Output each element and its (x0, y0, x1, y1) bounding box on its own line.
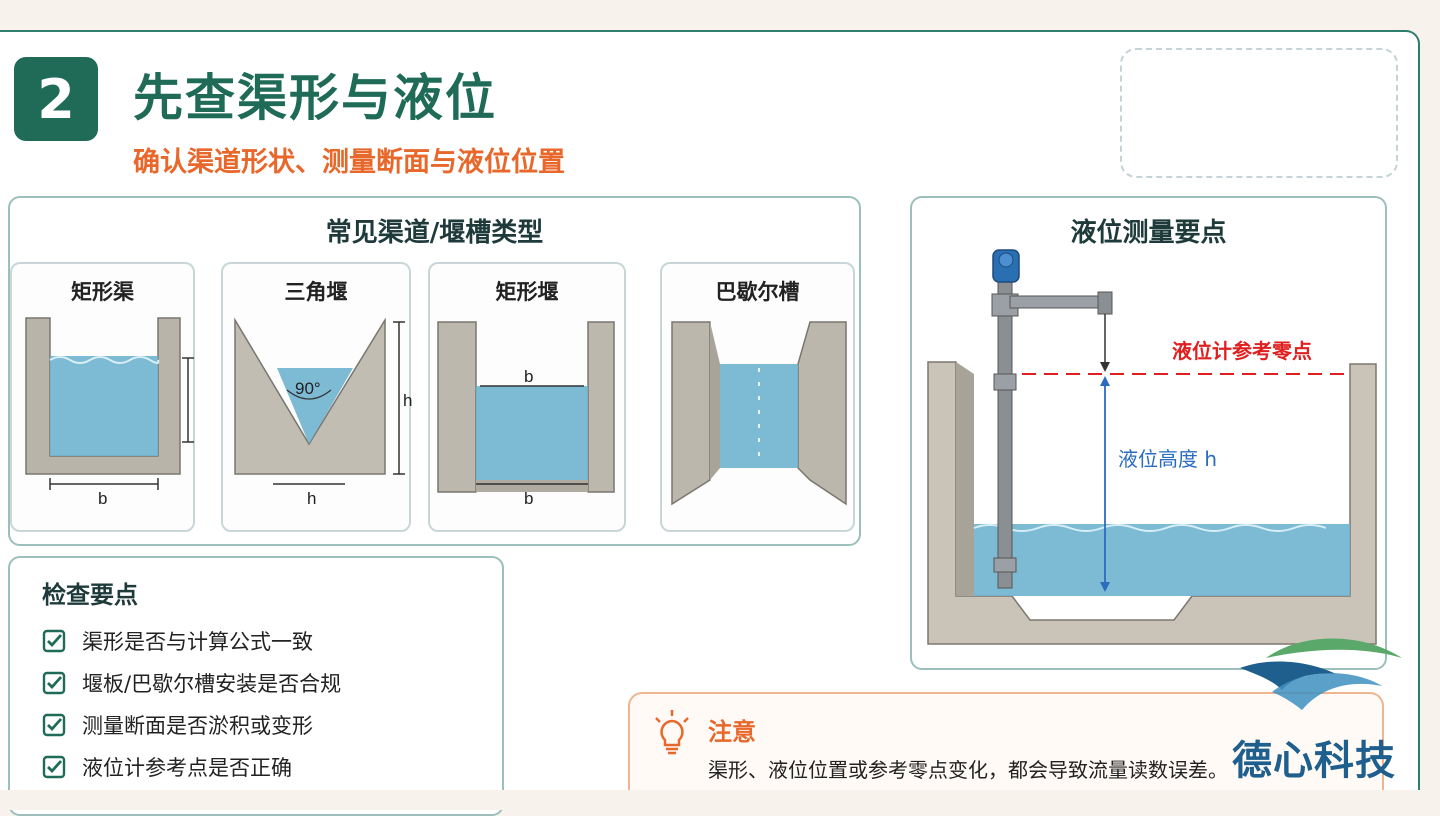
dim-label-top: b (524, 367, 533, 386)
page-subtitle: 确认渠道形状、测量断面与液位位置 (133, 147, 565, 178)
checklist-panel (8, 556, 504, 816)
image-placeholder (1120, 48, 1398, 178)
bottom-strip (0, 790, 1440, 810)
rectangular-channel-diagram: h b (25, 317, 197, 508)
level-measure-panel: 液位测量要点 液位计参考零点 液位高度 h (910, 196, 1387, 670)
step-badge: 2 (14, 57, 98, 141)
checkbox-checked-icon (42, 671, 66, 695)
level-height-label: 液位高度 h (1118, 447, 1217, 471)
company-logo-mark (1240, 638, 1402, 710)
card-title: 三角堰 (284, 280, 348, 304)
card-rectangular-channel: 矩形渠 h b (10, 262, 197, 532)
angle-label: 90° (295, 379, 321, 398)
dim-label-h: h (196, 389, 197, 408)
checklist-item-text: 堰板/巴歇尔槽安装是否合规 (82, 672, 342, 696)
checklist-title: 检查要点 (42, 581, 138, 609)
company-logo-text: 德心科技 (1232, 738, 1396, 784)
dim-label-h: h (403, 391, 412, 410)
card-rectangular-weir: 矩形堰 b h b (428, 262, 626, 532)
rectangular-weir-diagram: b h b (437, 321, 615, 508)
checklist-item-text: 测量断面是否淤积或变形 (82, 714, 313, 738)
lightbulb-icon (655, 710, 689, 755)
dim-label-bottom: h (307, 489, 316, 508)
card-title: 巴歇尔槽 (715, 280, 800, 304)
card-parshall-flume: 巴歇尔槽 (660, 262, 855, 532)
checklist-item-text: 渠形是否与计算公式一致 (82, 630, 313, 654)
channel-types-title: 常见渠道/堰槽类型 (325, 218, 544, 248)
dim-label-b: b (98, 489, 107, 508)
card-title: 矩形堰 (495, 280, 559, 304)
level-measure-diagram: 液位计参考零点 液位高度 h (927, 249, 1377, 645)
checklist-item: 测量断面是否淤积或变形 (42, 710, 313, 740)
dim-label-bottom: b (524, 489, 533, 508)
checklist-item: 渠形是否与计算公式一致 (42, 626, 313, 656)
page-title: 先查渠形与液位 (133, 69, 497, 127)
checkbox-checked-icon (42, 713, 66, 737)
triangular-weir-diagram: 90° h h (234, 317, 412, 508)
reference-zero-label: 液位计参考零点 (1172, 339, 1312, 363)
parshall-flume-diagram (671, 321, 847, 506)
checklist-item-text: 液位计参考点是否正确 (82, 756, 292, 780)
note-text: 渠形、液位位置或参考零点变化，都会导致流量读数误差。 (708, 758, 1228, 782)
card-title: 矩形渠 (71, 280, 134, 304)
checklist-item: 液位计参考点是否正确 (42, 752, 292, 782)
checkbox-checked-icon (42, 755, 66, 779)
checkbox-checked-icon (42, 629, 66, 653)
checklist-item: 堰板/巴歇尔槽安装是否合规 (42, 668, 341, 698)
level-measure-title: 液位测量要点 (1070, 218, 1227, 248)
card-triangular-weir: 三角堰 90° h h (221, 262, 412, 532)
note-title: 注意 (708, 718, 756, 746)
